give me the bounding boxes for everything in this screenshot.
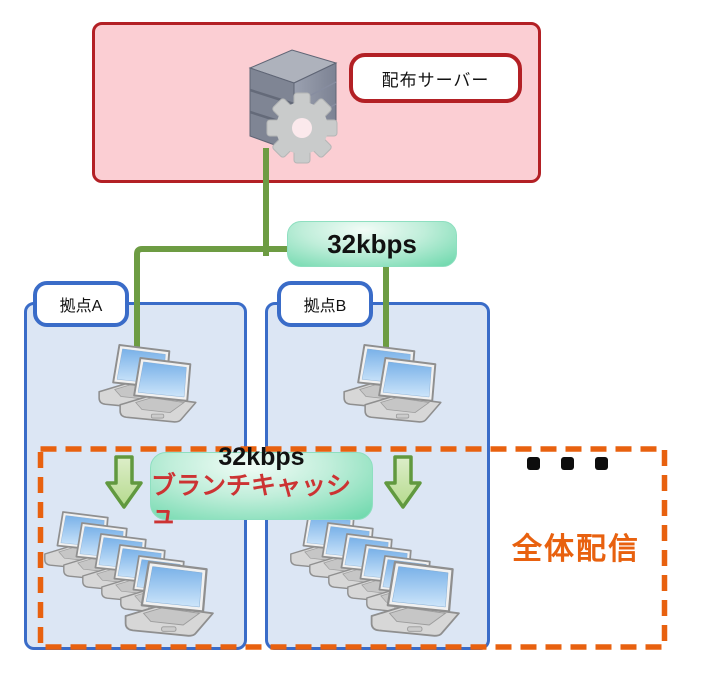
branch-cache-label-text: ブランチキャッシュ	[151, 471, 352, 529]
overall-distribution-label: 全体配信	[512, 533, 640, 566]
ellipsis-dot	[527, 457, 540, 470]
site-b-label: 拠点B	[277, 281, 373, 327]
wan-bandwidth-badge: 32kbps	[287, 221, 457, 267]
site-b-label-text: 拠点B	[303, 298, 347, 315]
ellipsis-dot	[595, 457, 608, 470]
distribution-server-label: 配布サーバー	[349, 53, 522, 103]
site-a-label: 拠点A	[33, 281, 129, 327]
more-sites-ellipsis	[527, 457, 608, 470]
ellipsis-dot	[561, 457, 574, 470]
wan-bandwidth-text: 32kbps	[327, 228, 417, 259]
branch-cache-bandwidth-text: 32kbps	[218, 442, 305, 471]
branch-cache-badge: 32kbps ブランチキャッシュ	[150, 443, 373, 529]
site-a-label-text: 拠点A	[59, 298, 103, 315]
distribution-server-label-text: 配布サーバー	[381, 70, 490, 90]
